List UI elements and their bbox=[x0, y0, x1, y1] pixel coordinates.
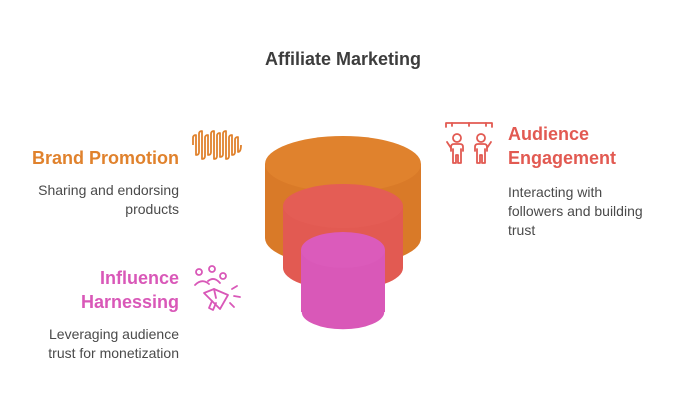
people-icon bbox=[445, 122, 493, 164]
megaphone-icon bbox=[194, 265, 241, 311]
brand-promotion-description: Sharing and endorsing products bbox=[38, 181, 179, 219]
brand-promotion-heading: Brand Promotion bbox=[32, 148, 179, 168]
influence-harnessing-description: Leveraging audience trust for monetizati… bbox=[48, 325, 179, 363]
stacked-cylinder-funnel bbox=[265, 136, 421, 331]
influence-harnessing-heading: Influence Harnessing bbox=[81, 266, 179, 314]
audience-engagement-description-line: trust bbox=[508, 222, 536, 238]
orange-cylinder-top bbox=[265, 136, 421, 192]
red-cylinder-top bbox=[283, 184, 403, 228]
brand-promotion-description-line: products bbox=[125, 201, 179, 217]
pink-cylinder-layer bbox=[301, 250, 385, 330]
pink-cylinder-top bbox=[301, 232, 385, 268]
influence-harnessing-description-line: Leveraging audience bbox=[49, 326, 179, 342]
diagram-title: Affiliate Marketing bbox=[264, 49, 422, 69]
brand-promotion-description-line: Sharing and endorsing bbox=[38, 182, 179, 198]
influence-harnessing-heading-line: Harnessing bbox=[80, 292, 179, 312]
audience-engagement-heading: Audience Engagement bbox=[508, 122, 616, 170]
audience-engagement-heading-line: Audience bbox=[508, 124, 590, 144]
audience-engagement-description: Interacting with followers and building … bbox=[508, 183, 643, 240]
soundwave-icon bbox=[192, 130, 242, 160]
audience-engagement-description-line: Interacting with bbox=[508, 184, 603, 200]
influence-harnessing-heading-line: Influence bbox=[99, 268, 179, 288]
pink-cylinder-bottom-edge bbox=[300, 311, 386, 331]
influence-harnessing-description-line: trust for monetization bbox=[48, 345, 179, 361]
audience-engagement-description-line: followers and building bbox=[508, 203, 643, 219]
audience-engagement-heading-line: Engagement bbox=[508, 148, 617, 168]
